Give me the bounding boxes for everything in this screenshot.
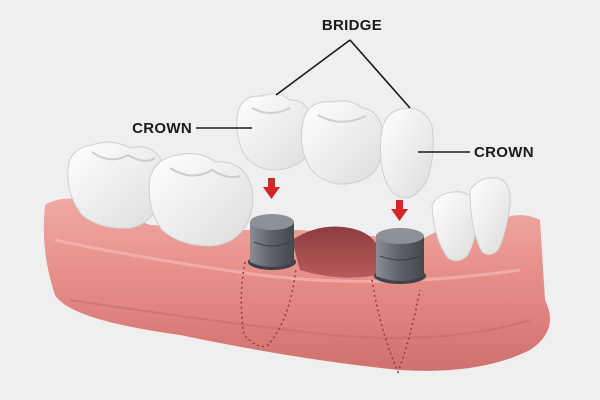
label-crown-left: CROWN bbox=[132, 120, 192, 137]
arrow-left bbox=[263, 178, 280, 199]
implant-root-left bbox=[240, 261, 297, 347]
label-crown-right: CROWN bbox=[474, 144, 534, 161]
abutment-right bbox=[374, 228, 426, 284]
bridge-leader-left bbox=[275, 39, 351, 96]
crown-left bbox=[236, 93, 314, 171]
bridge-leader-right bbox=[349, 39, 411, 109]
leader-lines bbox=[196, 39, 470, 153]
crown-right bbox=[379, 107, 434, 199]
implant-root-right bbox=[371, 279, 421, 375]
pontic bbox=[300, 100, 384, 185]
gap-socket bbox=[292, 226, 380, 278]
abutment-left bbox=[248, 214, 296, 270]
bridge bbox=[236, 93, 434, 199]
molar-left-front bbox=[148, 153, 254, 247]
incisor-right-2 bbox=[469, 177, 511, 256]
incisor-right-1 bbox=[431, 191, 479, 262]
arrow-right bbox=[391, 200, 408, 221]
label-bridge: BRIDGE bbox=[322, 17, 382, 34]
